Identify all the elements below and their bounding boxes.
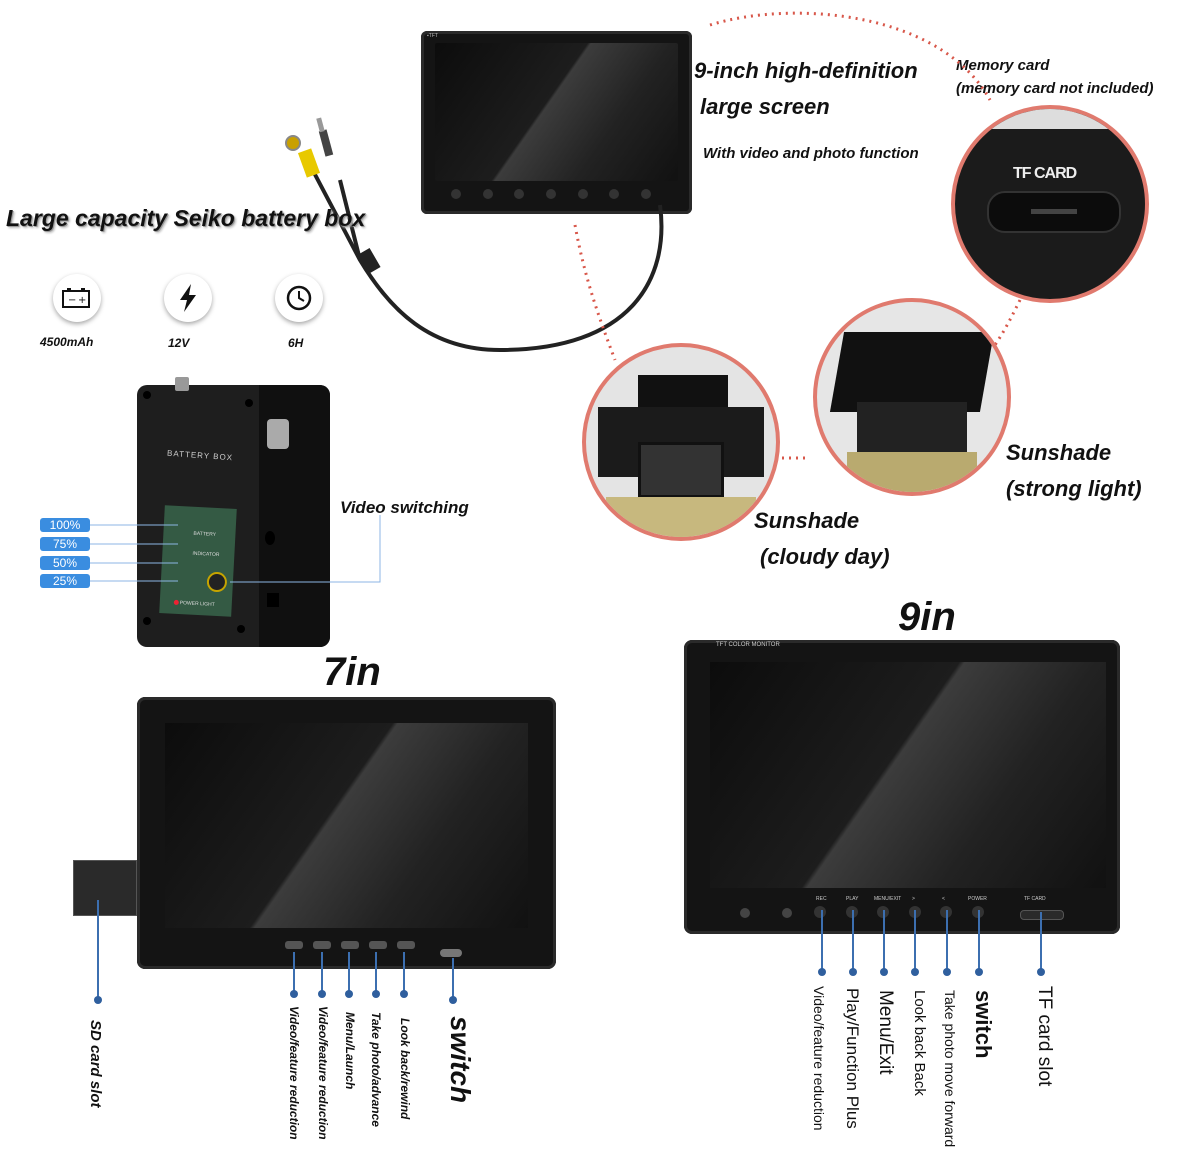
label-9-play: Play/Function Plus (843, 988, 862, 1129)
pin-7-photo (372, 952, 380, 998)
svg-text:+: + (78, 295, 86, 306)
pin-7-menu (345, 952, 353, 998)
screen-title-line1: 9-inch high-definition (694, 58, 918, 83)
pin-9-tfcard (1037, 912, 1045, 976)
sunshade-cloudy-line1: Sunshade (754, 508, 860, 533)
btn9-power: POWER (968, 896, 987, 902)
sunshade-cloudy-closeup (582, 343, 780, 541)
monitor9-led-2 (782, 908, 792, 918)
memory-card-line1: Memory card (956, 57, 1050, 74)
pin-9-prev (943, 910, 951, 976)
pin-7-video2 (318, 952, 326, 998)
dotted-connectors (573, 11, 1022, 460)
battery-level-75: 75% (40, 537, 90, 551)
pin-9-menu (880, 910, 888, 976)
monitor7-buttons (285, 941, 415, 953)
label-7-switch: switch (445, 1016, 476, 1104)
pin-9-play (849, 910, 857, 976)
pin-9-power (975, 910, 983, 976)
clock-icon (275, 274, 323, 322)
label-7-rewind: Look back/rewind (398, 1018, 412, 1120)
btn9-prev: < (942, 896, 945, 902)
sunshade-strong-line2: (strong light) (1006, 476, 1142, 501)
battery-box: BATTERY BOX BATTERY INDICATOR POWER LIGH… (137, 377, 330, 647)
monitor9-led-1 (740, 908, 750, 918)
label-7-video2: Video/feature reduction (316, 1006, 330, 1140)
battery-level-leaders (90, 515, 381, 583)
label-7-sd-card: SD card slot (87, 1020, 104, 1108)
monitor9-buttons: REC PLAY MENU/EXIT > < POWER TF CARD (810, 896, 1070, 922)
label-9-prev: Take photo move forward (942, 990, 958, 1148)
svg-text:−: − (68, 295, 76, 306)
pin-sd-card (94, 900, 102, 1004)
monitor7-screen (165, 723, 528, 928)
label-7-menu: Menu/Launch (343, 1012, 357, 1090)
sd-card (73, 860, 137, 916)
screen-subtitle: With video and photo function (703, 145, 919, 162)
spec-label-capacity: 4500mAh (40, 335, 94, 349)
battery-level-25: 25% (40, 574, 90, 588)
top-monitor-buttons (451, 189, 651, 203)
tf-card-label: TF CARD (1013, 165, 1077, 182)
tf-card-slot (987, 191, 1121, 233)
video-switching-label: Video switching (340, 498, 469, 517)
monitor9-size-label: 9in (898, 595, 956, 639)
screen-title-line2: large screen (700, 94, 830, 119)
battery-title: Large capacity Seiko battery box (6, 205, 366, 231)
top-monitor-screen (435, 43, 678, 181)
btn9-rec: REC (816, 896, 827, 902)
sunshade-strong-line1: Sunshade (1006, 440, 1112, 465)
pin-7-switch (449, 958, 457, 1004)
pin-7-rewind (400, 952, 408, 998)
battery-box-title: BATTERY BOX (166, 448, 234, 463)
memory-card-line2: (memory card not included) (956, 80, 1154, 97)
cable-illustration (285, 117, 664, 353)
btn9-play: PLAY (846, 896, 859, 902)
pin-7-video1 (290, 952, 298, 998)
monitor9-brand: TFT COLOR MONITOR (716, 642, 780, 648)
tf-card-closeup: TF CARD (951, 105, 1149, 303)
label-9-rec: Video/feature reduction (811, 986, 827, 1131)
pin-9-rec (818, 910, 826, 976)
battery-icon: −+ (53, 274, 101, 322)
monitor9: TFT COLOR MONITOR REC PLAY MENU/EXIT > <… (684, 640, 1120, 934)
sunshade-cloudy-line2: (cloudy day) (760, 544, 890, 569)
monitor9-screen (710, 662, 1106, 888)
label-7-video1: Video/feature reduction (287, 1006, 301, 1140)
label-7-photo: Take photo/advance (369, 1012, 383, 1127)
top-monitor: ▪TFT (421, 31, 692, 214)
lightning-icon (164, 274, 212, 322)
power-light-label: POWER LIGHT (179, 600, 215, 608)
btn9-tfcard: TF CARD (1024, 896, 1046, 902)
top-monitor-brand: ▪TFT (427, 33, 438, 39)
monitor7-power-switch (440, 949, 462, 957)
spec-label-voltage: 12V (168, 336, 190, 350)
label-9-power: switch (971, 990, 996, 1059)
label-9-tfcard: TF card slot (1034, 986, 1055, 1087)
pin-9-next (911, 910, 919, 976)
battery-level-50: 50% (40, 556, 90, 570)
label-9-next: Look back Back (911, 990, 928, 1096)
label-9-menu: Menu/Exit (875, 990, 896, 1075)
btn9-menu: MENU/EXIT (874, 896, 902, 902)
spec-label-duration: 6H (288, 336, 304, 350)
btn9-next: > (912, 896, 915, 902)
monitor7 (137, 697, 556, 969)
battery-level-100: 100% (40, 518, 90, 532)
monitor7-size-label: 7in (323, 650, 381, 694)
sunshade-strong-closeup (813, 298, 1011, 496)
